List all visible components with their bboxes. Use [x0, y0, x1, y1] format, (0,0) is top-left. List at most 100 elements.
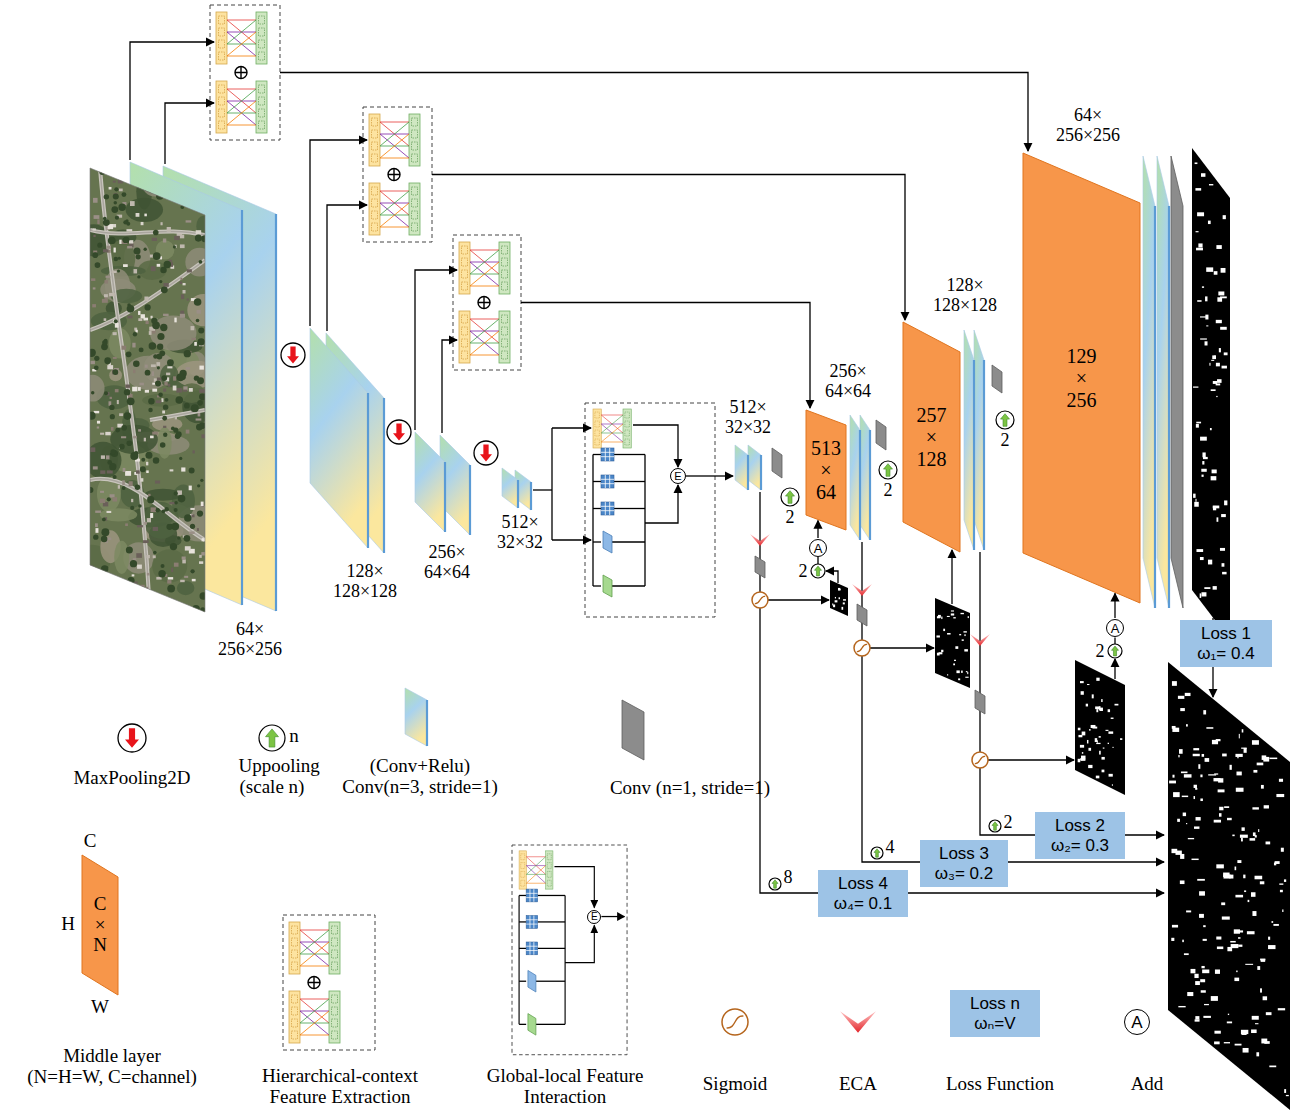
skip-wires	[310, 140, 367, 326]
prediction-map	[1203, 710, 1206, 714]
aerial-image	[166, 373, 170, 376]
global-local-block	[593, 585, 601, 586]
feature-unit	[412, 142, 418, 150]
feature-unit	[462, 327, 468, 335]
aerial-image	[133, 332, 137, 336]
decoder-layers	[859, 430, 861, 540]
feature-unit	[292, 995, 298, 1003]
feature-unit	[332, 1031, 338, 1039]
prediction-map	[1181, 772, 1188, 774]
aerial-image	[178, 495, 186, 503]
aerial-image	[180, 580, 185, 582]
prediction-map	[1108, 709, 1110, 712]
aerial-image	[194, 342, 197, 346]
label-box: W	[90, 997, 110, 1018]
aerial-image	[148, 408, 152, 412]
aerial-image	[183, 190, 188, 195]
prediction-map	[938, 615, 941, 618]
feature-unit	[300, 930, 329, 954]
aerial-image	[109, 369, 122, 381]
decoder-layers	[964, 330, 974, 550]
aerial-image	[168, 172, 172, 175]
prediction-map	[1086, 704, 1088, 707]
aerial-image	[103, 249, 108, 252]
aerial-image	[122, 486, 126, 490]
prediction-map	[1209, 184, 1213, 185]
prediction-map	[1109, 774, 1113, 777]
aerial-image	[106, 455, 110, 459]
uppooling-symbol	[989, 820, 1001, 832]
aerial-image	[114, 319, 118, 323]
feature-unit	[259, 28, 265, 36]
legend-text: Sigmoid	[690, 1074, 780, 1095]
aerial-image	[170, 543, 177, 550]
prediction-map	[1103, 748, 1105, 749]
aerial-image	[94, 356, 99, 361]
feature-unit	[227, 101, 256, 125]
prediction-map	[1284, 1089, 1286, 1093]
feature-unit	[227, 89, 256, 90]
label-box: 2	[998, 431, 1012, 451]
aerial-image	[186, 367, 190, 370]
global-local-block	[519, 895, 520, 1024]
prediction-map	[1078, 728, 1081, 731]
aerial-image	[152, 549, 187, 582]
aerial-image	[181, 294, 184, 299]
prediction-map	[1184, 953, 1189, 955]
prediction-map	[1088, 765, 1092, 768]
layer-shape	[82, 855, 118, 995]
prediction-map	[1235, 754, 1242, 757]
aerial-image	[163, 314, 169, 316]
aerial-image	[167, 585, 175, 593]
feature-unit	[259, 52, 265, 60]
global-local-block	[519, 981, 526, 982]
prediction-map	[1241, 1031, 1246, 1035]
feature-unit	[470, 319, 499, 343]
decoder-layers	[735, 148, 1230, 640]
global-local-block	[585, 403, 715, 617]
prediction-map	[1197, 212, 1204, 216]
maxpooling-symbol	[281, 343, 305, 367]
loss-box: Loss 1ω₁= 0.4	[1180, 620, 1272, 667]
feature-unit	[380, 191, 409, 215]
feature-unit	[380, 134, 409, 158]
decoder-layers	[748, 445, 761, 490]
prediction-map	[1208, 560, 1212, 565]
aerial-image	[104, 294, 108, 297]
node-text: ωₙ=V	[974, 1014, 1015, 1034]
prediction-map	[1247, 931, 1255, 934]
prediction-map	[832, 603, 833, 605]
text-area: 513 × 64	[806, 418, 846, 523]
aerial-image	[173, 181, 177, 185]
aerial-image	[114, 541, 129, 574]
prediction-map	[1217, 947, 1223, 950]
aerial-image	[167, 366, 172, 368]
feature-unit	[519, 851, 526, 889]
prediction-map	[1219, 813, 1222, 817]
feature-unit	[259, 121, 265, 129]
prediction-map	[1266, 1012, 1272, 1015]
prediction-map	[1252, 740, 1259, 745]
node-text: Loss n	[970, 994, 1020, 1014]
prediction-map	[1208, 774, 1216, 775]
aerial-image	[109, 187, 112, 190]
feature-unit	[412, 211, 418, 219]
aerial-image	[182, 559, 186, 563]
prediction-map	[1212, 355, 1216, 359]
feature-unit	[462, 351, 468, 359]
aerial-image	[124, 389, 131, 396]
aerial-image	[155, 380, 161, 386]
aerial-image	[151, 318, 157, 324]
feature-unit	[219, 97, 225, 105]
feature-unit	[470, 250, 499, 274]
decoder-layers	[1157, 156, 1169, 608]
add-symbol	[388, 169, 400, 181]
prediction-map	[1240, 835, 1248, 838]
prediction-map	[1112, 747, 1113, 748]
uppooling-symbol	[772, 880, 778, 888]
maxpooling-symbol	[281, 343, 305, 367]
prediction-map	[1081, 691, 1084, 695]
sigmoid-symbol	[752, 592, 768, 608]
feature-unit	[412, 154, 418, 162]
feature-unit	[216, 12, 227, 64]
